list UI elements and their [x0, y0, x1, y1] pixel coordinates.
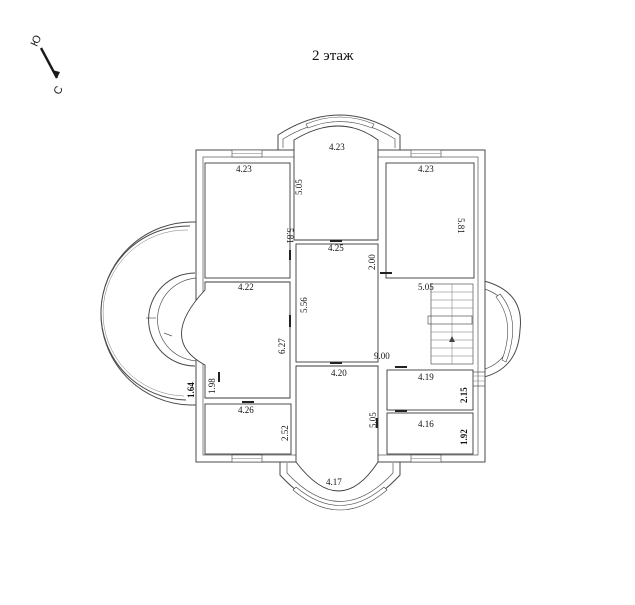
dim-right-lower-height: 1.92	[459, 429, 469, 445]
dim-bottom-center-width: 4.20	[331, 368, 347, 378]
room-top-center	[293, 125, 379, 241]
dim-top-center-width: 4.23	[329, 142, 345, 152]
dim-left-large-height: 6.27	[277, 338, 287, 354]
dim-bottom-center-apse: 4.17	[326, 477, 342, 487]
windows	[231, 149, 442, 463]
room-right-upper	[386, 369, 474, 411]
dim-hall-height: 2.00	[367, 254, 377, 270]
right-apse	[479, 279, 521, 379]
compass-arrow-icon	[52, 70, 60, 78]
dim-overall-width: 9.00	[374, 351, 390, 361]
dim-bottom-left-width: 4.26	[238, 405, 254, 415]
dim-top-right-height: 5.81	[456, 218, 466, 234]
room-bottom-center	[295, 365, 379, 492]
room-left-large	[181, 281, 291, 399]
left-terrace	[100, 221, 200, 406]
dim-top-left-width: 4.23	[236, 164, 252, 174]
dimension-labels: 4.23 5.81 4.23 5.05 4.23 5.81 4.25 2.00 …	[186, 142, 469, 487]
stair-arrow-icon	[449, 336, 455, 342]
dim-bottom-left-height: 2.52	[280, 425, 290, 441]
dim-corridor-length: 5.56	[299, 297, 309, 313]
room-bottom-left	[204, 403, 292, 455]
doors	[218, 240, 407, 428]
window-top-apse	[305, 116, 375, 129]
staircase	[427, 283, 486, 387]
room-right-lower	[386, 412, 474, 455]
dim-right-upper-height: 2.15	[459, 387, 469, 403]
dim-stair-width: 5.05	[418, 282, 434, 292]
dim-top-center-height: 5.05	[294, 179, 304, 195]
window-right-apse	[495, 293, 514, 363]
compass-south-label: С	[52, 84, 66, 96]
dim-bottom-center-height: 5.05	[368, 412, 378, 428]
dim-hall-width: 4.25	[328, 243, 344, 253]
room-top-left	[204, 162, 291, 279]
room-top-right	[385, 162, 475, 279]
window-bottom-apse	[292, 486, 388, 511]
dim-left-large-width: 4.22	[238, 282, 254, 292]
dim-right-upper-width: 4.19	[418, 372, 434, 382]
compass: Ю С	[29, 33, 66, 96]
dim-top-right-width: 4.23	[418, 164, 434, 174]
room-hall	[295, 243, 379, 363]
dim-right-lower-width: 4.16	[418, 419, 434, 429]
rooms	[181, 125, 475, 492]
dim-terrace-depth: 1.64	[186, 382, 196, 398]
dim-left-bay: 1.98	[207, 378, 217, 394]
dim-top-left-height: 5.81	[285, 228, 295, 244]
compass-north-label: Ю	[29, 33, 45, 48]
plan-title: 2 этаж	[312, 48, 354, 64]
